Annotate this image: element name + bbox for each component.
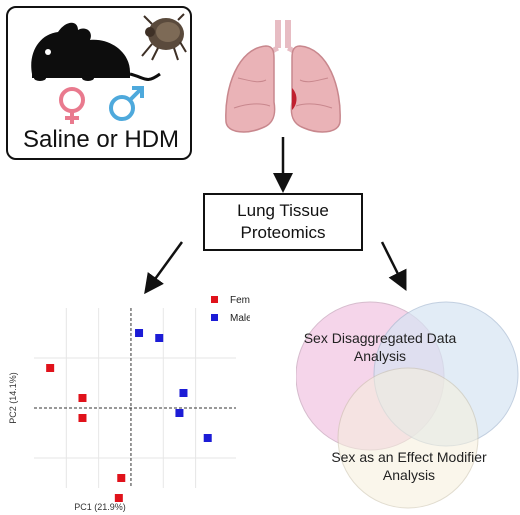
pca-ylabel: PC2 (14.1%) [8, 372, 18, 424]
scatter-point-female [114, 494, 123, 502]
pca-grid [34, 308, 236, 488]
venn-circle-effect-modifier [337, 367, 479, 509]
proteomics-box: Lung Tissue Proteomics [203, 193, 363, 251]
scatter-point-male [175, 409, 184, 417]
dust-mite-icon [141, 13, 187, 61]
scatter-point-male [135, 329, 144, 337]
venn-label-disaggregated: Sex Disaggregated Data Analysis [303, 330, 457, 364]
scatter-point-female [78, 414, 87, 422]
arrow-to-venn [380, 241, 407, 291]
legend-swatch-female [211, 296, 218, 303]
venn-label-effect-modifier: Sex as an Effect Modifier Analysis [331, 449, 487, 483]
proteomics-line1: Lung Tissue [237, 201, 329, 220]
pca-legend: Female Male [211, 295, 250, 324]
proteomics-line2: Proteomics [240, 223, 326, 242]
lungs-icon [225, 20, 341, 133]
scatter-point-male [179, 389, 188, 397]
treatment-box: Saline or HDM [6, 6, 192, 160]
scatter-point-male [155, 334, 164, 342]
legend-swatch-male [211, 314, 218, 321]
legend-label-female: Female [230, 295, 250, 306]
treatment-label: Saline or HDM [22, 126, 180, 153]
arrow-to-pca [144, 241, 184, 295]
female-symbol-icon [59, 87, 85, 124]
scatter-point-female [78, 394, 87, 402]
scatter-point-female [46, 364, 55, 372]
scatter-point-female [117, 474, 126, 482]
legend-label-male: Male [230, 313, 250, 324]
pca-xlabel: PC1 (21.9%) [74, 502, 126, 512]
pca-plot: PC1 (21.9%) PC2 (14.1%) Female Male [8, 295, 250, 512]
scatter-point-male [203, 434, 212, 442]
mouse-icon [31, 22, 161, 81]
male-symbol-icon [109, 86, 144, 121]
venn-diagram [296, 301, 519, 509]
pca-points [46, 329, 212, 502]
mouse-and-mite-illustration [31, 13, 187, 124]
